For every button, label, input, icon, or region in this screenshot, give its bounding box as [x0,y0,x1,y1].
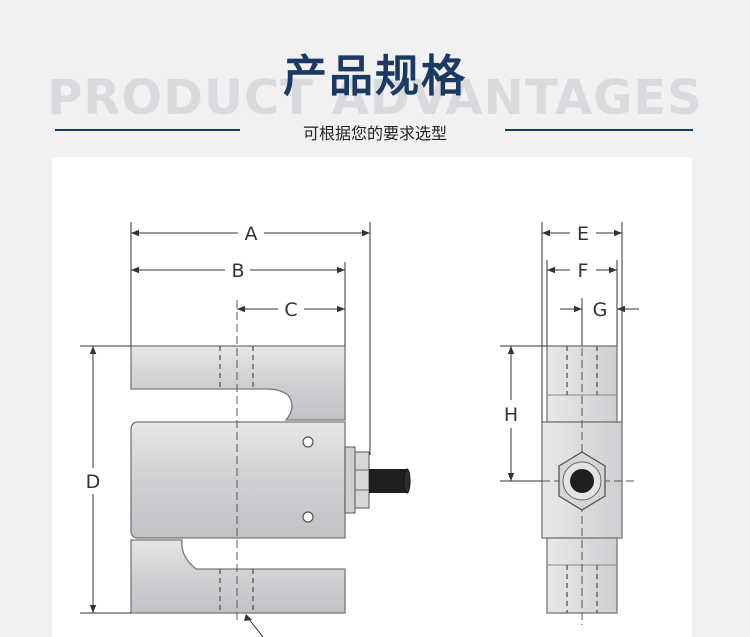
cable-gland [344,446,356,514]
s-bottom [130,539,346,614]
s-body [130,345,346,421]
side-view [530,300,635,625]
dim-label-g: G [593,299,608,321]
page-title: 产品规格 [283,51,467,102]
dim-label-b: B [231,260,244,282]
hole-upper [302,436,314,448]
page-subtitle: 可根据您的要求选型 [302,124,447,143]
hole-lower [302,511,314,523]
dim-label-a: A [245,223,258,245]
divider-left [55,129,240,131]
dim-label-f: F [578,260,589,282]
s-middle [130,421,346,539]
cable [369,469,407,493]
dim-label-d: D [86,471,101,493]
dim-label-c: C [284,299,297,321]
cable-end [570,469,594,493]
divider-right [505,129,693,131]
dim-label-e: E [577,223,589,245]
front-view [130,300,411,637]
dim-label-h: H [504,404,518,426]
watermark-text: PRODUCT ADVANTAGES [47,70,703,126]
